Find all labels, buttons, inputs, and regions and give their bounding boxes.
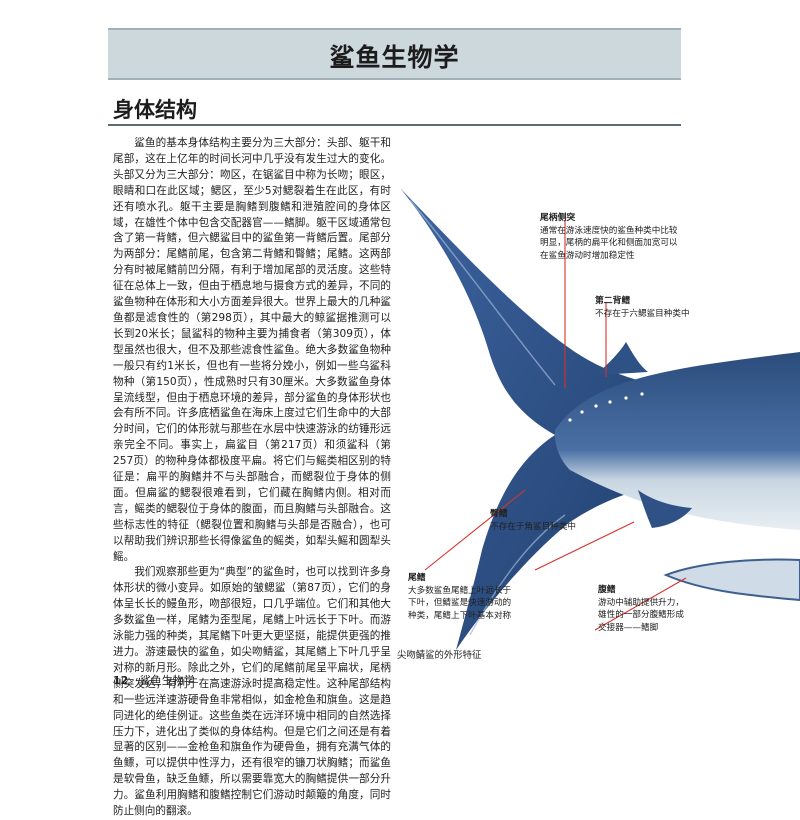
callout-caudal-keel: 尾柄侧突 通常在游泳速度快的鲨鱼种类中比较明显，尾柄的扁平化和侧面加宽可以在鲨鱼… bbox=[540, 212, 678, 262]
callout-caudal-fin: 尾鳍 大多数鲨鱼尾鳍上叶远长于下叶，但鲭鲨是快速游动的种类，尾鳍上下叶基本对称 bbox=[408, 572, 518, 622]
callout-anal-fin-text: 不存在于角鲨目种类中 bbox=[490, 521, 576, 532]
callout-pelvic-fin-text: 游动中辅助提供升力，雄性的一部分腹鳍形成交接器——鳍脚 bbox=[598, 597, 684, 633]
shark-illustration bbox=[400, 188, 800, 650]
chapter-banner: 鲨鱼生物学 bbox=[108, 28, 681, 80]
callout-anal-fin-title: 臀鳍 bbox=[490, 509, 508, 519]
body-paragraph-1: 鲨鱼的基本身体结构主要分为三大部分：头部、躯干和尾部，这在上亿年的时间长河中几乎… bbox=[113, 137, 391, 563]
caudal-fin-shape bbox=[400, 188, 670, 650]
pelvic-fin-shape bbox=[663, 558, 800, 602]
body-text: 鲨鱼的基本身体结构主要分为三大部分：头部、躯干和尾部，这在上亿年的时间长河中几乎… bbox=[113, 136, 391, 820]
callout-second-dorsal-text: 不存在于六鳃鲨目种类中 bbox=[595, 308, 690, 319]
callout-pelvic-fin-title: 腹鳍 bbox=[598, 585, 616, 595]
callout-pelvic-fin: 腹鳍 游动中辅助提供升力，雄性的一部分腹鳍形成交接器——鳍脚 bbox=[598, 584, 688, 634]
shark-body-shape bbox=[554, 352, 800, 530]
page-number: 12 bbox=[113, 674, 129, 687]
callout-caudal-fin-text: 大多数鲨鱼尾鳍上叶远长于下叶，但鲭鲨是快速游动的种类，尾鳍上下叶基本对称 bbox=[408, 585, 512, 621]
callout-anal-fin: 臀鳍 不存在于角鲨目种类中 bbox=[490, 508, 610, 533]
anal-fin-shape bbox=[638, 490, 692, 528]
callout-caudal-fin-title: 尾鳍 bbox=[408, 573, 426, 583]
callout-caudal-keel-title: 尾柄侧突 bbox=[540, 213, 576, 223]
chapter-title: 鲨鱼生物学 bbox=[329, 43, 460, 72]
section-title: 身体结构 bbox=[113, 98, 197, 122]
figure-caption: 尖吻鲭鲨的外形特征 bbox=[397, 650, 482, 661]
callout-second-dorsal: 第二背鳍 不存在于六鳃鲨目种类中 bbox=[595, 295, 705, 320]
callout-second-dorsal-title: 第二背鳍 bbox=[595, 296, 631, 306]
callout-caudal-keel-text: 通常在游泳速度快的鲨鱼种类中比较明显，尾柄的扁平化和侧面加宽可以在鲨鱼游动时增加… bbox=[540, 225, 678, 261]
body-paragraph-2: 我们观察那些更为“典型”的鲨鱼时，也可以找到许多身体形状的微小变异。如原始的皱鳃… bbox=[113, 566, 391, 818]
second-dorsal-fin-shape bbox=[596, 342, 648, 375]
footer-section: 鲨鱼生物学 bbox=[139, 674, 195, 687]
section-divider bbox=[108, 124, 681, 126]
page-footer: 12 鲨鱼生物学 bbox=[113, 672, 195, 688]
